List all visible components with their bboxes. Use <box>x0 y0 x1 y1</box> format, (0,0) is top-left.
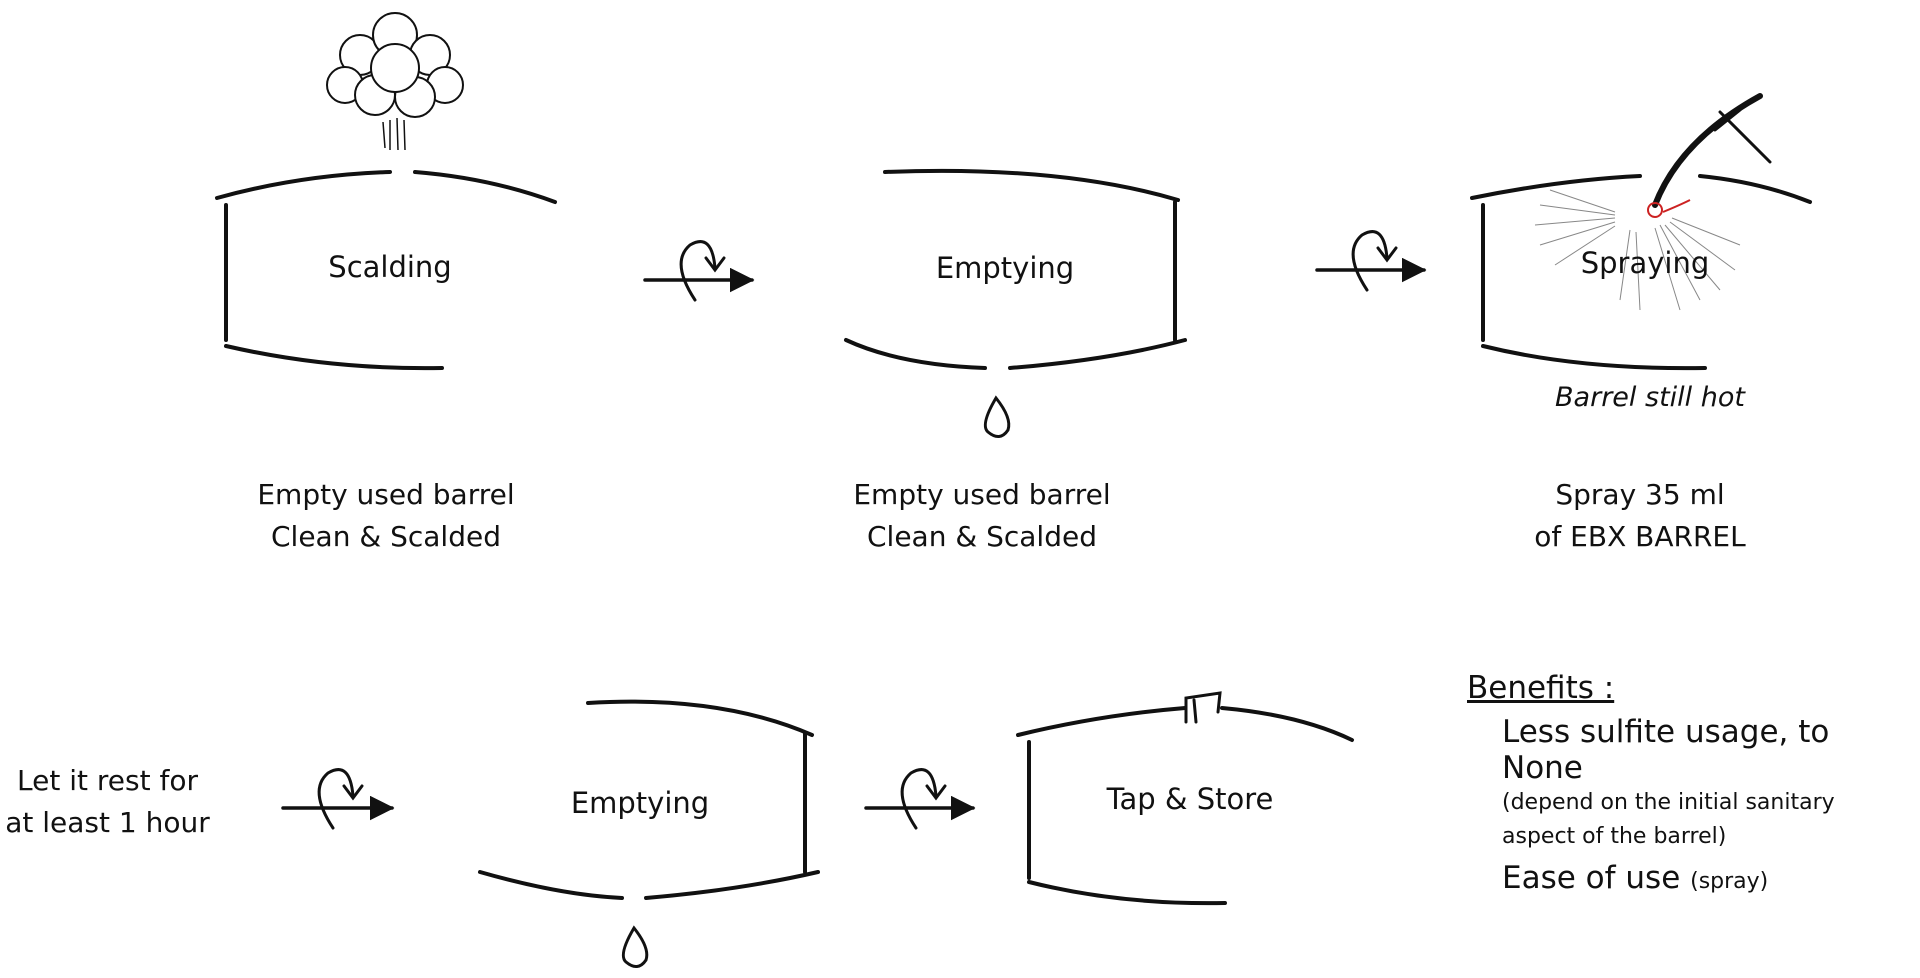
process-arrow-1 <box>643 240 755 302</box>
process-arrow-2 <box>1315 230 1427 292</box>
note-barrel-still-hot: Barrel still hot <box>1555 382 1745 413</box>
stage-name-emptying-bottom: Emptying <box>570 786 710 820</box>
barrel-emptying-bottom <box>478 699 820 900</box>
benefit-item-2-main: Ease of use <box>1502 860 1681 896</box>
caption-step2-line2: Clean & Scalded <box>867 520 1097 553</box>
benefit-item-1: Less sulfite usage, to None <box>1502 714 1830 786</box>
caption-rest-line1: Let it rest for <box>17 764 198 797</box>
caption-step1-line1: Empty used barrel <box>257 478 515 511</box>
spray-nozzle-icon <box>1652 93 1772 208</box>
caption-step2-line1: Empty used barrel <box>853 478 1111 511</box>
caption-step2: Empty used barrel Clean & Scalded <box>832 474 1132 558</box>
steam-cloud-icon <box>326 12 464 151</box>
benefit-item-1-note-line1: (depend on the initial sanitary <box>1502 790 1835 815</box>
benefits-title: Benefits : <box>1467 670 1615 706</box>
benefit-item-1-note-line2: aspect of the barrel) <box>1502 824 1727 849</box>
caption-step1: Empty used barrel Clean & Scalded <box>236 474 536 558</box>
caption-step3: Spray 35 ml of EBX BARREL <box>1490 474 1790 558</box>
barrel-scalding <box>215 170 557 371</box>
caption-rest-line2: at least 1 hour <box>5 806 210 839</box>
barrel-emptying-top <box>844 168 1187 370</box>
stage-name-emptying-top: Emptying <box>935 251 1075 285</box>
caption-rest: Let it rest for at least 1 hour <box>0 760 215 844</box>
benefit-item-2-small: (spray) <box>1690 869 1769 894</box>
bung-icon <box>1184 691 1222 724</box>
spray-accent-icon <box>1647 202 1663 218</box>
spray-mist <box>1534 189 1741 311</box>
caption-step3-line2: of EBX BARREL <box>1534 520 1746 553</box>
stage-name-tap-store: Tap & Store <box>1106 782 1274 816</box>
barrel-tap-store <box>1016 706 1354 906</box>
barrel-spraying <box>1470 174 1812 371</box>
water-drop-icon-bottom <box>621 925 649 968</box>
caption-step3-line1: Spray 35 ml <box>1555 478 1725 511</box>
stage-name-spraying: Spraying <box>1580 246 1710 280</box>
stage-name-scalding: Scalding <box>328 250 452 284</box>
caption-step1-line2: Clean & Scalded <box>271 520 501 553</box>
process-arrow-3 <box>281 768 395 830</box>
water-drop-icon <box>983 395 1011 438</box>
benefits-panel: Benefits : Less sulfite usage, to None (… <box>1467 670 1920 896</box>
process-arrow-4 <box>864 768 976 830</box>
benefit-item-2: Ease of use (spray) <box>1502 860 1920 896</box>
